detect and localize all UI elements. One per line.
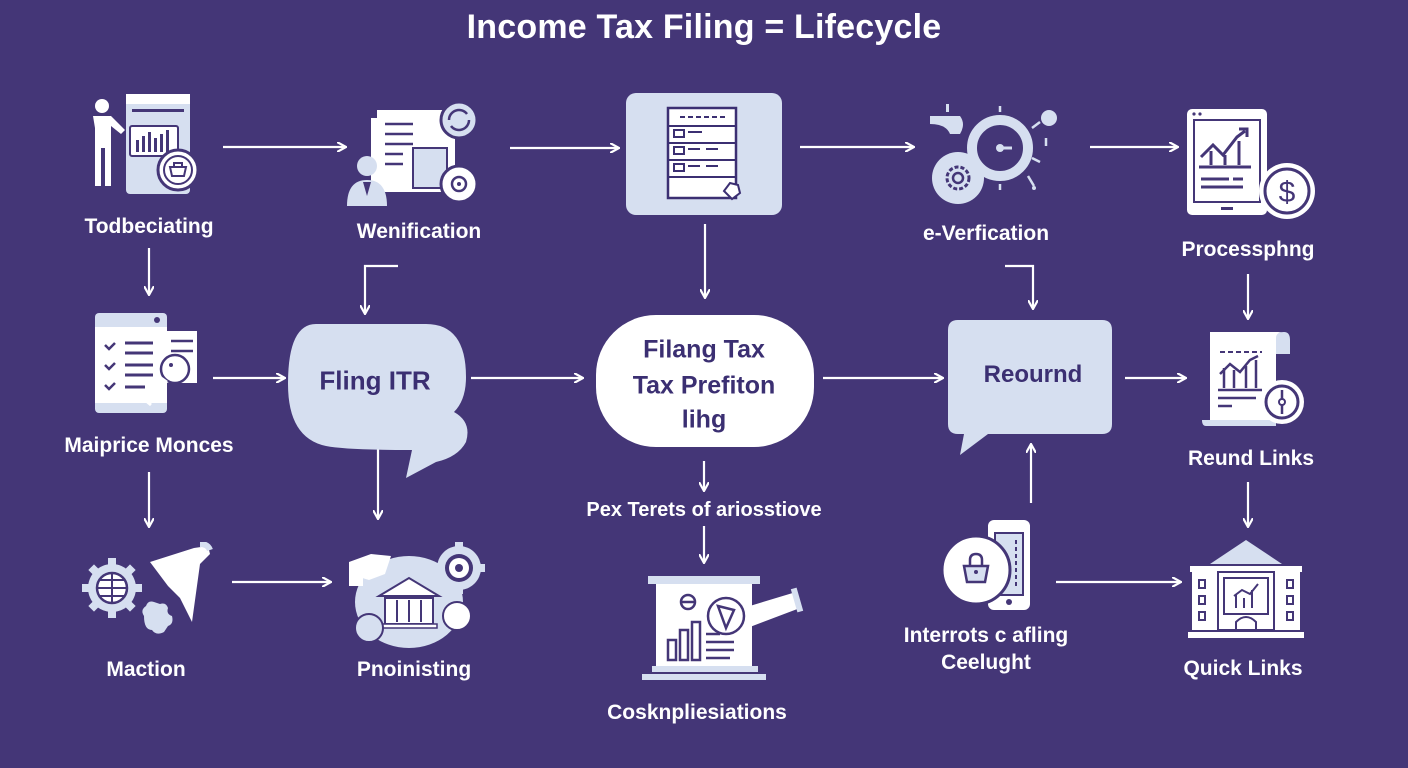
bank-gear-icon bbox=[345, 540, 490, 655]
node-label-cosknpliesiations: Cosknpliesiations bbox=[607, 701, 787, 724]
fling-itr-label: Fling ITR bbox=[319, 365, 431, 396]
node-label-wenification: Wenification bbox=[356, 220, 482, 243]
phone-lock-icon bbox=[940, 518, 1040, 619]
tablet-chart-dollar-icon: $ bbox=[1185, 107, 1320, 224]
reournd-speech-box[interactable] bbox=[948, 320, 1114, 463]
node-label-interrots-line-2: Ceelught bbox=[941, 651, 1031, 674]
diagram-title: Income Tax Filing = Lifecycle bbox=[466, 8, 942, 46]
node-label-quick-links: Quick Links bbox=[1183, 657, 1303, 680]
fling-itr-speech-bubble[interactable] bbox=[286, 322, 471, 487]
checklist-magnifier-icon bbox=[93, 313, 205, 420]
node-label-processing: Processphng bbox=[1181, 238, 1315, 261]
filing-tax-pill[interactable] bbox=[594, 313, 816, 454]
filing-tax-line-1: Filang Tax bbox=[643, 335, 765, 364]
svg-text:$: $ bbox=[1279, 176, 1296, 209]
node-label-e-verification: e-Verfication bbox=[922, 222, 1050, 245]
form-document-icon[interactable] bbox=[626, 93, 782, 220]
presenter-chart-basket-icon bbox=[88, 92, 203, 202]
node-label-interrots-line-1: Interrots c afling bbox=[903, 624, 1069, 647]
presentation-board-icon bbox=[630, 572, 810, 687]
node-label-maiprice-monces: Maiprice Monces bbox=[64, 434, 234, 457]
filing-tax-line-2: Tax Prefiton bbox=[632, 371, 776, 400]
building-chart-icon bbox=[1188, 538, 1304, 647]
node-label-maction: Maction bbox=[106, 658, 186, 681]
document-person-icon bbox=[343, 98, 488, 215]
filing-tax-line-3: lihg bbox=[681, 405, 727, 434]
gear-circle-icon bbox=[928, 102, 1063, 213]
mid-caption: Pex Terets of ariosstiove bbox=[586, 499, 822, 521]
reournd-label: Reournd bbox=[983, 361, 1083, 388]
receipt-clock-icon bbox=[1200, 330, 1310, 435]
node-label-reund-links: Reund Links bbox=[1187, 447, 1315, 470]
node-label-pnoinisting: Pnoinisting bbox=[356, 658, 472, 681]
node-label-todbeciating: Todbeciating bbox=[84, 215, 214, 238]
globe-gear-plane-icon bbox=[82, 541, 217, 647]
